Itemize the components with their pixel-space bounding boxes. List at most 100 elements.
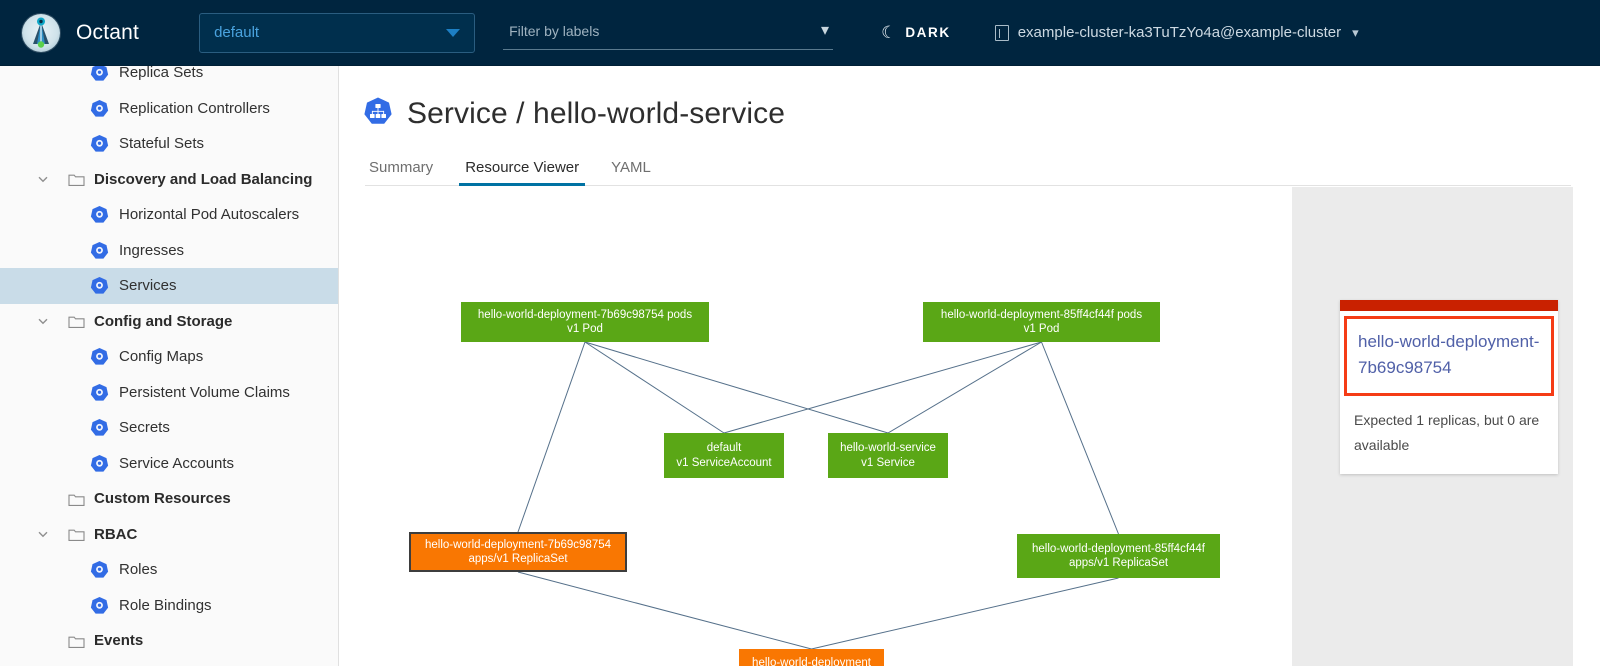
- status-card-accent-bar: [1340, 300, 1558, 311]
- page-title: Service / hello-world-service: [363, 96, 1600, 131]
- brand-name: Octant: [76, 21, 139, 45]
- graph-edge: [518, 572, 812, 649]
- k8s-rolebinding-icon: [90, 596, 109, 615]
- brand[interactable]: Octant: [22, 14, 139, 52]
- page-title-text: Service / hello-world-service: [407, 97, 785, 131]
- sidebar-item-service-accounts[interactable]: Service Accounts: [0, 446, 339, 482]
- graph-node-kind: apps/v1 ReplicaSet: [1069, 556, 1168, 571]
- status-card[interactable]: hello-world-deployment-7b69c98754 Expect…: [1340, 300, 1558, 474]
- label-filter-placeholder: Filter by labels: [509, 23, 599, 39]
- k8s-service-icon: [363, 96, 393, 131]
- k8s-serviceaccount-icon: [90, 454, 109, 473]
- chevron-down-icon: ▾: [1352, 25, 1359, 41]
- graph-node-deployment[interactable]: hello-world-deploymentapps/v1 Deployment: [739, 649, 884, 666]
- graph-node-svcaccount[interactable]: defaultv1 ServiceAccount: [664, 433, 784, 478]
- sidebar-item-stateful-sets[interactable]: Stateful Sets: [0, 126, 339, 162]
- sidebar-item-label: Config Maps: [119, 348, 203, 365]
- k8s-role-icon: [90, 560, 109, 579]
- app-header: Octant default Filter by labels ▾ ☾ DARK…: [0, 0, 1600, 66]
- sidebar-item-label: Discovery and Load Balancing: [94, 171, 312, 188]
- status-card-body: Expected 1 replicas, but 0 are available: [1340, 396, 1558, 474]
- graph-edge: [812, 578, 1119, 649]
- sidebar-item-persistent-volume-claims[interactable]: Persistent Volume Claims: [0, 375, 339, 411]
- graph-node-name: hello-world-deployment: [752, 656, 871, 666]
- graph-node-kind: apps/v1 ReplicaSet: [468, 552, 567, 567]
- sidebar-item-config-maps[interactable]: Config Maps: [0, 339, 339, 375]
- k8s-statefulset-icon: [90, 134, 109, 153]
- namespace-selector[interactable]: default: [199, 13, 475, 53]
- folder-icon: [68, 172, 85, 186]
- folder-icon: [68, 314, 85, 328]
- tab-summary[interactable]: Summary: [365, 159, 449, 185]
- resource-viewer-graph[interactable]: hello-world-deployment-7b69c98754 podsv1…: [339, 187, 1292, 666]
- theme-toggle-label: DARK: [905, 25, 950, 40]
- graph-node-name: default: [707, 441, 742, 456]
- tab-bar: SummaryResource ViewerYAML: [365, 152, 1571, 186]
- k8s-hpa-icon: [90, 205, 109, 224]
- sidebar-item-label: Services: [119, 277, 177, 294]
- sidebar-item-label: RBAC: [94, 526, 137, 543]
- sidebar-item-label: Role Bindings: [119, 597, 212, 614]
- namespace-value: default: [214, 24, 259, 41]
- main-content: Service / hello-world-service SummaryRes…: [339, 66, 1600, 666]
- sidebar-item-secrets[interactable]: Secrets: [0, 410, 339, 446]
- sidebar-item-events[interactable]: Events: [0, 623, 339, 659]
- graph-node-rs-right[interactable]: hello-world-deployment-85ff4cf44fapps/v1…: [1017, 534, 1220, 578]
- sidebar-item-label: Horizontal Pod Autoscalers: [119, 206, 299, 223]
- sidebar-item-services[interactable]: Services: [0, 268, 339, 304]
- sidebar-item-ingresses[interactable]: Ingresses: [0, 233, 339, 269]
- folder-icon: [68, 492, 85, 506]
- folder-icon: [68, 634, 85, 648]
- sidebar-item-label: Stateful Sets: [119, 135, 204, 152]
- graph-node-pod-left[interactable]: hello-world-deployment-7b69c98754 podsv1…: [461, 302, 709, 342]
- label-filter-input[interactable]: Filter by labels ▾: [503, 16, 833, 50]
- sidebar-item-custom-resources[interactable]: Custom Resources: [0, 481, 339, 517]
- sidebar-item-horizontal-pod-autoscalers[interactable]: Horizontal Pod Autoscalers: [0, 197, 339, 233]
- sidebar-item-discovery-and-load-balancing[interactable]: Discovery and Load Balancing: [0, 162, 339, 198]
- k8s-ingress-icon: [90, 241, 109, 260]
- theme-toggle[interactable]: ☾ DARK: [881, 23, 951, 43]
- k8s-service-icon: [90, 276, 109, 295]
- k8s-replicationcontroller-icon: [90, 99, 109, 118]
- graph-edge: [888, 342, 1042, 433]
- chevron-down-icon[interactable]: [36, 172, 50, 186]
- sidebar-item-rbac[interactable]: RBAC: [0, 517, 339, 553]
- graph-node-service[interactable]: hello-world-servicev1 Service: [828, 433, 948, 478]
- status-card-title-link[interactable]: hello-world-deployment-7b69c98754: [1358, 329, 1540, 381]
- graph-node-kind: v1 Pod: [1024, 322, 1060, 337]
- k8s-configmap-icon: [90, 347, 109, 366]
- chevron-down-icon: ▾: [821, 23, 829, 39]
- sidebar-item-roles[interactable]: Roles: [0, 552, 339, 588]
- chevron-down-icon[interactable]: [36, 527, 50, 541]
- sidebar-item-label: Config and Storage: [94, 313, 232, 330]
- status-card-title-box: hello-world-deployment-7b69c98754: [1344, 316, 1554, 396]
- k8s-secret-icon: [90, 418, 109, 437]
- tab-resource-viewer[interactable]: Resource Viewer: [449, 159, 595, 185]
- sidebar-item-role-bindings[interactable]: Role Bindings: [0, 588, 339, 624]
- cluster-selector[interactable]: example-cluster-ka3TuTzYo4a@example-clus…: [995, 24, 1359, 41]
- graph-edges: [339, 187, 1292, 666]
- k8s-replicaset-icon: [90, 66, 109, 82]
- sidebar-item-label: Custom Resources: [94, 490, 231, 507]
- chevron-down-icon[interactable]: [36, 314, 50, 328]
- chevron-down-icon: [446, 29, 460, 37]
- sidebar-item-label: Service Accounts: [119, 455, 234, 472]
- sidebar-item-label: Replication Controllers: [119, 100, 270, 117]
- sidebar-item-label: Roles: [119, 561, 157, 578]
- graph-node-pod-right[interactable]: hello-world-deployment-85ff4cf44f podsv1…: [923, 302, 1160, 342]
- graph-node-name: hello-world-deployment-7b69c98754 pods: [478, 308, 692, 323]
- sidebar-item-label: Persistent Volume Claims: [119, 384, 290, 401]
- status-card-message: Expected 1 replicas, but 0 are available: [1354, 408, 1544, 458]
- sidebar-item-config-and-storage[interactable]: Config and Storage: [0, 304, 339, 340]
- graph-node-kind: v1 Pod: [567, 322, 603, 337]
- graph-node-name: hello-world-deployment-7b69c98754: [425, 538, 611, 553]
- graph-node-rs-left[interactable]: hello-world-deployment-7b69c98754apps/v1…: [409, 532, 627, 572]
- sidebar-item-replication-controllers[interactable]: Replication Controllers: [0, 91, 339, 127]
- sidebar-item-label: Ingresses: [119, 242, 184, 259]
- tab-yaml[interactable]: YAML: [595, 159, 667, 185]
- graph-node-name: hello-world-deployment-85ff4cf44f pods: [941, 308, 1142, 323]
- sidebar-nav[interactable]: Replica SetsReplication ControllersState…: [0, 66, 339, 666]
- sidebar-item-replica-sets[interactable]: Replica Sets: [0, 66, 339, 91]
- graph-edge: [585, 342, 724, 433]
